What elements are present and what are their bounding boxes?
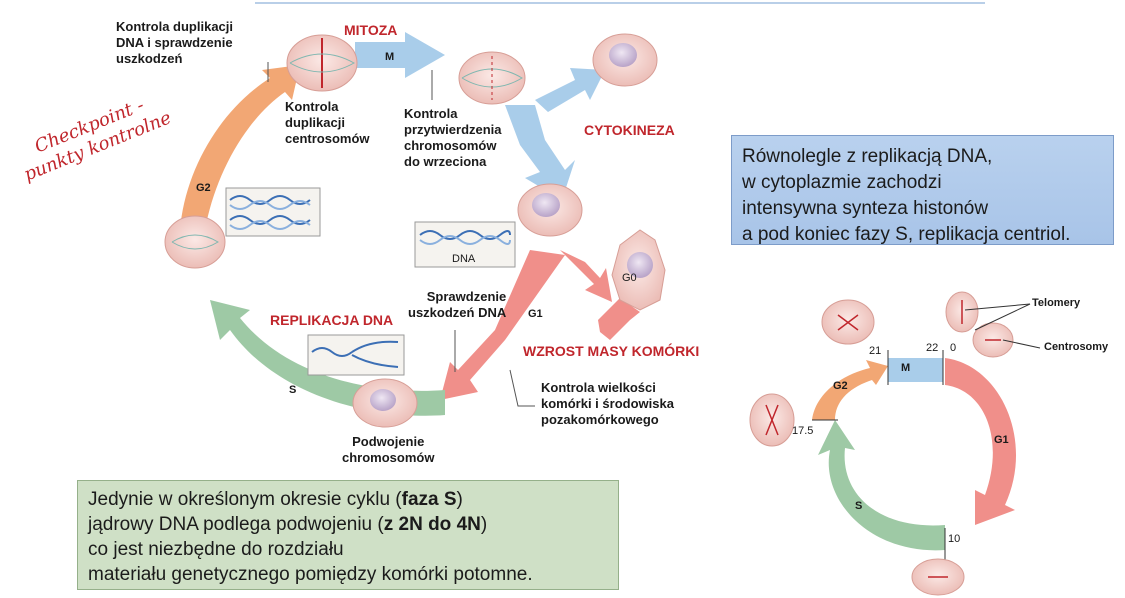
telomeres-pointer-2 [974, 303, 1031, 331]
dna-inset-duplicated [225, 187, 321, 237]
small-m-label: M [901, 362, 911, 374]
g1-phase-arrow [440, 250, 565, 400]
small-g1-arrow [945, 358, 1017, 525]
note-line: w cytoplazmie zachodzi [742, 172, 942, 193]
g0-return-arrow [598, 298, 640, 340]
cell-metaphase [286, 34, 358, 92]
note-line-2: jądrowy DNA podlega podwojeniu (z 2N do … [88, 514, 488, 535]
small-g2-arrow [812, 360, 888, 420]
g0-branch-arrow [560, 250, 612, 302]
small-m-arrow [888, 358, 943, 382]
cytokinesis-branch-arrow [535, 68, 605, 112]
cell-growth-heading: WZROST MASY KOMÓRKI [523, 343, 700, 359]
cell-anaphase [458, 51, 526, 105]
small-g2-label: G2 [833, 380, 848, 392]
small-s-arrow [818, 420, 945, 551]
telomeres-pointer [964, 303, 1031, 311]
hour-22: 22 [926, 342, 939, 354]
s-phase-label: S [289, 384, 297, 396]
small-s-label: S [855, 500, 863, 512]
centrosome-check-label: Kontrola duplikacji centrosomów [285, 99, 370, 146]
hour-10: 10 [948, 533, 961, 545]
checkpoint-mark-size [509, 369, 535, 407]
note-line: intensywna synteza histonów [742, 198, 989, 219]
cell-g2 [164, 215, 226, 269]
g0-phase-label: G0 [622, 272, 637, 284]
hour-0: 0 [950, 342, 957, 354]
small-cell-g2-top [821, 299, 875, 345]
small-g1-label: G1 [994, 434, 1009, 446]
g2-phase-label: G2 [196, 182, 211, 194]
chromosome-duplication-label: Podwojenie chromosomów [342, 434, 435, 465]
dna-damage-check-g1-label: Sprawdzenie uszkodzeń DNA [408, 289, 507, 320]
cell-g0 [611, 229, 666, 311]
cell-g1-start [517, 183, 583, 237]
note-line-1: Jedynie w określonym okresie cyklu (faza… [88, 489, 463, 510]
small-cell-s-left [749, 393, 795, 447]
centrosomes-pointer [1002, 339, 1041, 349]
s-phase-arrow [210, 300, 445, 416]
size-check-label: Kontrola wielkości komórki i środowiska … [541, 380, 674, 427]
centrosomes-label: Centrosomy [1044, 341, 1109, 353]
hour-21: 21 [869, 345, 882, 357]
dna-replication-heading: REPLIKACJA DNA [270, 312, 394, 328]
small-cell-bottom [911, 558, 965, 596]
small-cells-m-pair [945, 291, 1014, 358]
dna-inset-single [414, 221, 516, 268]
g2-phase-arrow [180, 65, 300, 230]
g1-phase-label: G1 [528, 308, 543, 320]
cytokinesis-heading: CYTOKINEZA [584, 122, 675, 138]
dna-inset-replication [307, 334, 405, 376]
m-phase-arrow [355, 32, 445, 78]
m-phase-label: M [385, 51, 395, 63]
dna-inset-label: DNA [452, 253, 476, 265]
hour-17-5: 17.5 [792, 425, 814, 437]
histone-synthesis-note: Równolegle z replikacją DNA, w cytoplazm… [731, 135, 1114, 245]
cell-s-phase [352, 378, 418, 428]
note-line: Równolegle z replikacją DNA, [742, 146, 993, 167]
telomeres-label: Telomery [1032, 297, 1081, 309]
attachment-check-label: Kontrola przytwierdzenia chromosomów do … [404, 106, 502, 169]
note-line-3: co jest niezbędne do rozdziału [88, 539, 344, 560]
note-line-4: materiału genetycznego pomiędzy komórki … [88, 564, 533, 585]
mitosis-to-cytokinesis-arrow [505, 105, 575, 200]
note-line: a pod koniec fazy S, replikacja centriol… [742, 224, 1071, 245]
dna-damage-check-g2-label: Kontrola duplikacji DNA i sprawdzenie us… [116, 19, 234, 66]
mitosis-heading: MITOZA [344, 22, 398, 38]
s-phase-note: Jedynie w określonym okresie cyklu (faza… [77, 480, 619, 590]
cell-daughter [592, 33, 658, 87]
